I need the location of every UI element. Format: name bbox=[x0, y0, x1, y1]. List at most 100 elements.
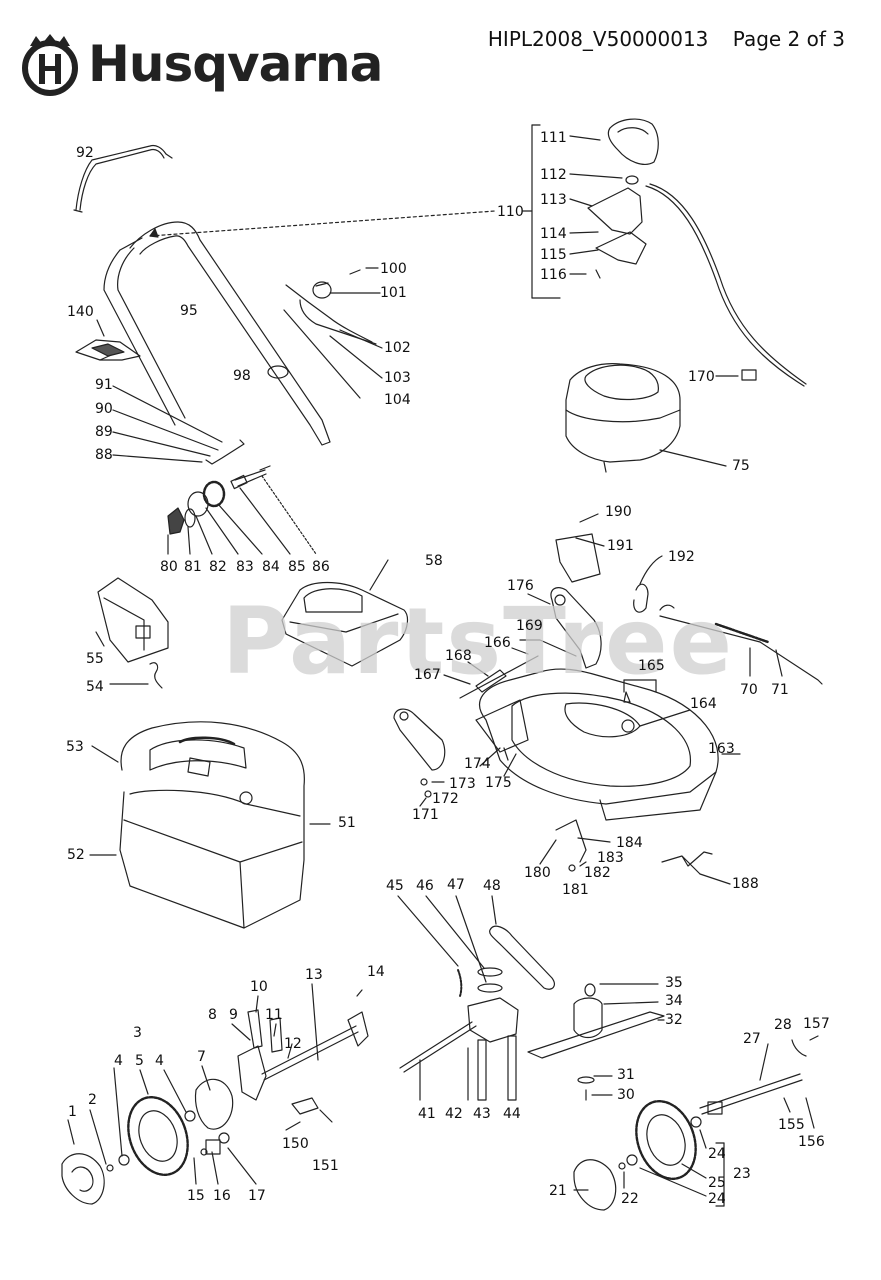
deck-hardware bbox=[393, 708, 517, 807]
brand-wordmark: Husqvarna bbox=[88, 35, 383, 93]
part-label-13: 13 bbox=[305, 967, 323, 983]
part-label-3: 3 bbox=[133, 1025, 142, 1041]
part-label-54: 54 bbox=[86, 679, 104, 695]
part-label-183: 183 bbox=[597, 850, 624, 866]
part-label-4: 4 bbox=[155, 1053, 164, 1069]
part-label-30: 30 bbox=[617, 1087, 635, 1103]
part-label-55: 55 bbox=[86, 651, 104, 667]
part-label-75: 75 bbox=[732, 458, 750, 474]
part-label-35: 35 bbox=[665, 975, 683, 991]
part-label-115: 115 bbox=[540, 247, 567, 263]
part-label-21: 21 bbox=[549, 1183, 567, 1199]
part-label-27: 27 bbox=[743, 1031, 761, 1047]
part-label-174: 174 bbox=[464, 756, 491, 772]
part-label-176: 176 bbox=[507, 578, 534, 594]
part-label-85: 85 bbox=[288, 559, 306, 575]
part-label-150: 150 bbox=[282, 1136, 309, 1152]
part-label-102: 102 bbox=[384, 340, 411, 356]
part-label-110: 110 bbox=[497, 204, 524, 220]
part-label-170: 170 bbox=[688, 369, 715, 385]
part-label-180: 180 bbox=[524, 865, 551, 881]
part-label-182: 182 bbox=[584, 865, 611, 881]
belt-drive-48 bbox=[397, 895, 556, 997]
part-label-47: 47 bbox=[447, 877, 465, 893]
part-label-45: 45 bbox=[386, 878, 404, 894]
part-label-169: 169 bbox=[516, 618, 543, 634]
part-label-98: 98 bbox=[233, 368, 251, 384]
part-label-58: 58 bbox=[425, 553, 443, 569]
grass-bag-51 bbox=[89, 721, 331, 929]
part-label-25: 25 bbox=[708, 1175, 726, 1191]
part-label-34: 34 bbox=[665, 993, 683, 1009]
part-label-167: 167 bbox=[414, 667, 441, 683]
cover-58 bbox=[281, 559, 409, 667]
part-label-89: 89 bbox=[95, 424, 113, 440]
part-label-81: 81 bbox=[184, 559, 202, 575]
handle-hardware bbox=[112, 385, 317, 555]
part-label-88: 88 bbox=[95, 447, 113, 463]
part-label-166: 166 bbox=[484, 635, 511, 651]
part-label-24: 24 bbox=[708, 1191, 726, 1207]
engine-75 bbox=[565, 363, 727, 473]
part-label-41: 41 bbox=[418, 1106, 436, 1122]
part-label-163: 163 bbox=[708, 741, 735, 757]
cover-191 bbox=[555, 513, 663, 613]
part-label-151: 151 bbox=[312, 1158, 339, 1174]
part-label-24: 24 bbox=[708, 1146, 726, 1162]
gearbox-41 bbox=[399, 997, 519, 1101]
part-label-111: 111 bbox=[540, 130, 567, 146]
part-label-171: 171 bbox=[412, 807, 439, 823]
part-label-14: 14 bbox=[367, 964, 385, 980]
document-header: HIPL2008_V50000013 Page 2 of 3 bbox=[488, 27, 845, 51]
part-label-140: 140 bbox=[67, 304, 94, 320]
part-label-192: 192 bbox=[668, 549, 695, 565]
part-label-51: 51 bbox=[338, 815, 356, 831]
part-label-12: 12 bbox=[284, 1036, 302, 1052]
part-label-31: 31 bbox=[617, 1067, 635, 1083]
nut-170 bbox=[715, 369, 757, 381]
part-label-52: 52 bbox=[67, 847, 85, 863]
part-label-104: 104 bbox=[384, 392, 411, 408]
part-label-5: 5 bbox=[135, 1053, 144, 1069]
clip-140 bbox=[75, 319, 141, 361]
part-label-15: 15 bbox=[187, 1188, 205, 1204]
part-label-9: 9 bbox=[229, 1007, 238, 1023]
part-label-100: 100 bbox=[380, 261, 407, 277]
part-label-188: 188 bbox=[732, 876, 759, 892]
part-label-32: 32 bbox=[665, 1012, 683, 1028]
part-label-164: 164 bbox=[690, 696, 717, 712]
part-label-23: 23 bbox=[733, 1166, 751, 1182]
husqvarna-crown-icon bbox=[22, 34, 78, 96]
part-label-103: 103 bbox=[384, 370, 411, 386]
part-label-2: 2 bbox=[88, 1092, 97, 1108]
part-label-46: 46 bbox=[416, 878, 434, 894]
part-label-84: 84 bbox=[262, 559, 280, 575]
part-label-175: 175 bbox=[485, 775, 512, 791]
part-label-17: 17 bbox=[248, 1188, 266, 1204]
rear-axle-27 bbox=[699, 1035, 819, 1129]
rear-rod-71 bbox=[659, 604, 823, 685]
part-label-173: 173 bbox=[449, 776, 476, 792]
part-label-113: 113 bbox=[540, 192, 567, 208]
part-label-48: 48 bbox=[483, 878, 501, 894]
part-label-44: 44 bbox=[503, 1106, 521, 1122]
part-label-80: 80 bbox=[160, 559, 178, 575]
part-label-91: 91 bbox=[95, 377, 113, 393]
part-label-90: 90 bbox=[95, 401, 113, 417]
page-indicator: Page 2 of 3 bbox=[732, 27, 845, 51]
part-label-1: 1 bbox=[68, 1104, 77, 1120]
part-label-11: 11 bbox=[265, 1007, 283, 1023]
part-label-28: 28 bbox=[774, 1017, 792, 1033]
part-label-10: 10 bbox=[250, 979, 268, 995]
part-label-83: 83 bbox=[236, 559, 254, 575]
part-label-156: 156 bbox=[798, 1134, 825, 1150]
part-label-165: 165 bbox=[638, 658, 665, 674]
upper-bar-92 bbox=[73, 144, 173, 213]
part-label-181: 181 bbox=[562, 882, 589, 898]
part-label-95: 95 bbox=[180, 303, 198, 319]
document-code: HIPL2008_V50000013 bbox=[487, 27, 709, 51]
part-label-116: 116 bbox=[540, 267, 567, 283]
control-assembly-100 bbox=[283, 267, 383, 399]
